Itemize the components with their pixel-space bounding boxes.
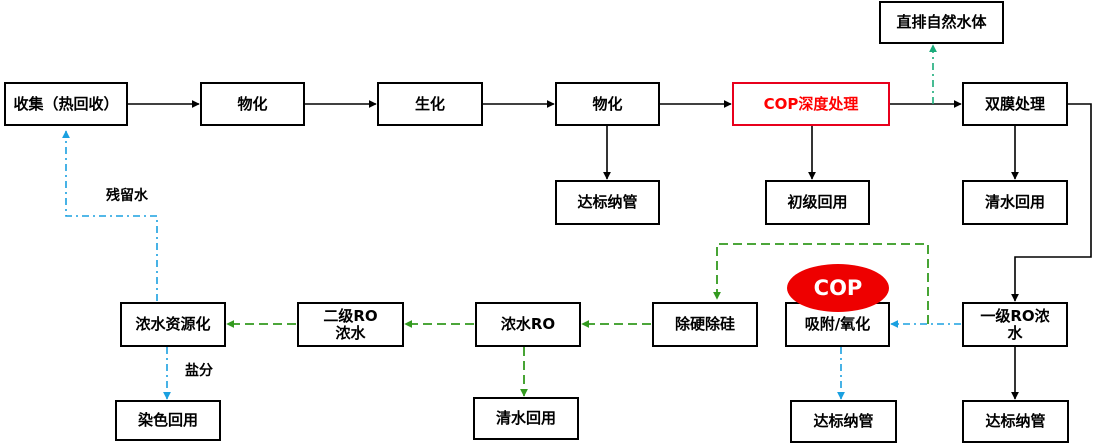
node-dye-reuse: 染色回用 (115, 400, 221, 441)
node-ro1-concentrate: 一级RO浓水 (962, 302, 1068, 347)
arrow-bypass-to-hardness-silica (713, 243, 929, 324)
cop-badge: COP (787, 264, 889, 312)
label-salt-separation: 盐分 (185, 363, 213, 379)
node-collect: 收集（热回收） (4, 82, 128, 126)
node-clean-reuse-2: 清水回用 (473, 397, 579, 440)
node-primary-reuse: 初级回用 (765, 180, 870, 225)
node-concentrate-resource: 浓水资源化 (120, 302, 226, 347)
node-clean-reuse-1: 清水回用 (962, 180, 1068, 225)
node-biochem: 生化 (377, 82, 483, 126)
node-sewer-2: 达标纳管 (790, 400, 897, 443)
node-physchem1: 物化 (200, 82, 305, 126)
node-hardness-silica-removal: 除硬除硅 (652, 302, 758, 347)
arrow-residual-return (62, 130, 158, 301)
node-direct-discharge: 直排自然水体 (879, 1, 1004, 44)
label-residual-water: 残留水 (106, 188, 148, 204)
node-ro2-concentrate: 二级RO浓水 (297, 302, 404, 347)
node-sewer-3: 达标纳管 (962, 400, 1069, 443)
node-double-membrane: 双膜处理 (962, 82, 1068, 126)
node-sewer-1: 达标纳管 (555, 180, 660, 225)
arrow-membrane-to-ro1 (1011, 103, 1092, 302)
node-cop-deep-treatment: COP深度处理 (732, 82, 890, 126)
node-physchem2: 物化 (555, 82, 660, 126)
node-concentrate-ro: 浓水RO (475, 302, 581, 347)
